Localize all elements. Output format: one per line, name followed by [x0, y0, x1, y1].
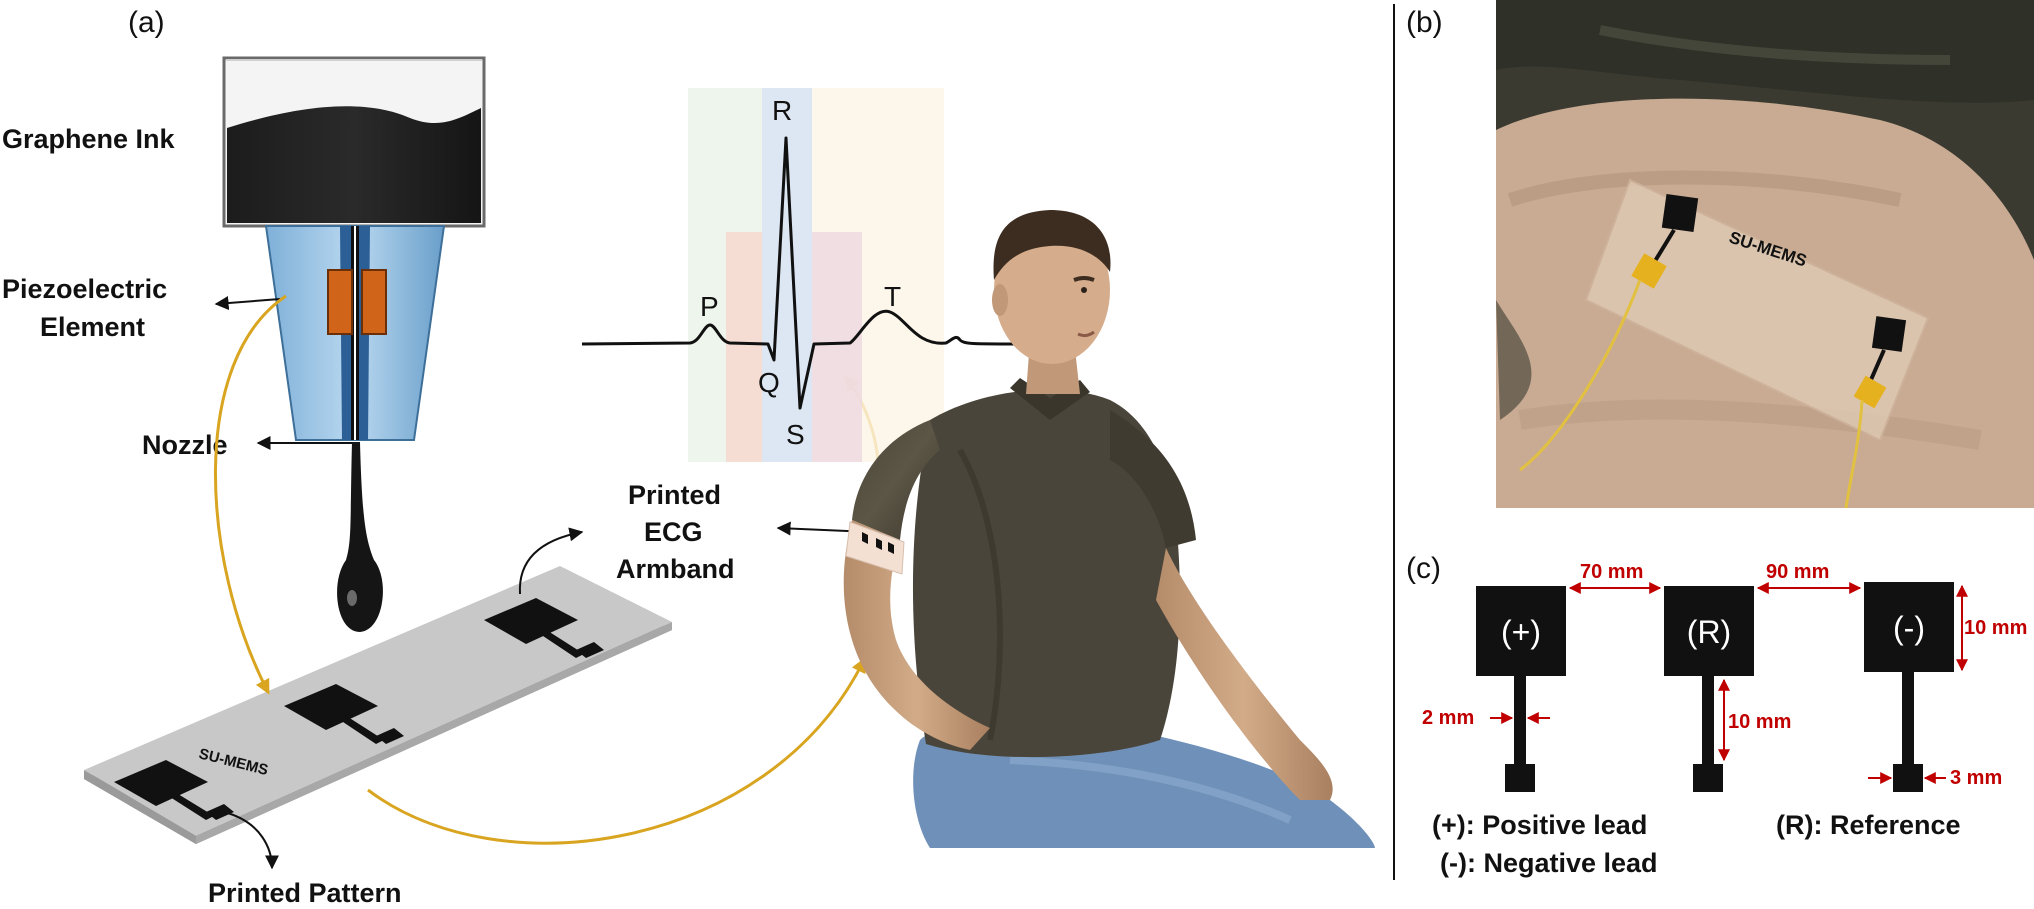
nozzle-label: Nozzle [142, 430, 228, 460]
ecg-background [688, 88, 944, 462]
droplet-highlight [347, 590, 357, 606]
pattern-pointer [223, 811, 279, 870]
dim-gap2-label: 90 mm [1766, 561, 1829, 583]
armband-label-line2: ECG [644, 517, 703, 547]
seated-person-illustration [843, 210, 1375, 849]
piezo-label-line2: Element [40, 312, 145, 342]
ecg-label-t: T [884, 281, 901, 312]
ecg-label-q: Q [758, 367, 780, 398]
strip-electrode-3 [484, 598, 604, 658]
ink-droplet [337, 442, 383, 632]
armband-label-line3: Armband [616, 554, 735, 584]
electrode-reference [1664, 586, 1754, 792]
legend-negative: (-): Negative lead [1440, 848, 1658, 878]
piezo-element-right [361, 269, 387, 335]
dim-stem-width-label: 2 mm [1422, 707, 1474, 729]
ecg-label-s: S [786, 419, 805, 450]
ecg-label-p: P [700, 291, 719, 322]
legend-reference: (R): Reference [1776, 810, 1961, 840]
electrode-positive [1476, 586, 1566, 792]
armband-label-line1: Printed [628, 480, 721, 510]
ink-reservoir [222, 56, 486, 228]
dim-stem-length-label: 10 mm [1728, 711, 1791, 733]
electrode-positive-symbol: (+) [1501, 614, 1541, 650]
panel-label-b: (b) [1406, 6, 1443, 39]
piezo-pointer [214, 296, 281, 310]
electrode-negative-symbol: (-) [1893, 610, 1925, 646]
strip-electrode-1 [114, 760, 234, 820]
cycle-arrow-strip-to-armband [367, 657, 866, 845]
pattern-label: Printed Pattern [208, 878, 402, 908]
piezo-element-left [327, 269, 353, 335]
electrode-reference-symbol: (R) [1687, 614, 1731, 650]
ecg-waveform [581, 136, 1019, 410]
cycle-arrow-nozzle-to-strip [214, 294, 287, 695]
electrode-negative [1864, 582, 1954, 792]
strip-top-pointer [518, 527, 584, 595]
panel-label-c: (c) [1406, 552, 1441, 585]
dim-gap1-label: 70 mm [1580, 561, 1643, 583]
ink-label: Graphene Ink [2, 124, 176, 154]
dim-foot-width-label: 3 mm [1950, 767, 2002, 789]
strip-electrode-2 [284, 684, 404, 744]
armband-photo [1496, 0, 2034, 509]
ecg-label-r: R [772, 95, 792, 126]
piezo-label-line1: Piezoelectric [2, 274, 167, 304]
panel-label-a: (a) [128, 6, 165, 39]
dim-pad-height-label: 10 mm [1964, 617, 2027, 639]
nozzle-body [264, 225, 446, 441]
legend-positive: (+): Positive lead [1432, 810, 1647, 840]
